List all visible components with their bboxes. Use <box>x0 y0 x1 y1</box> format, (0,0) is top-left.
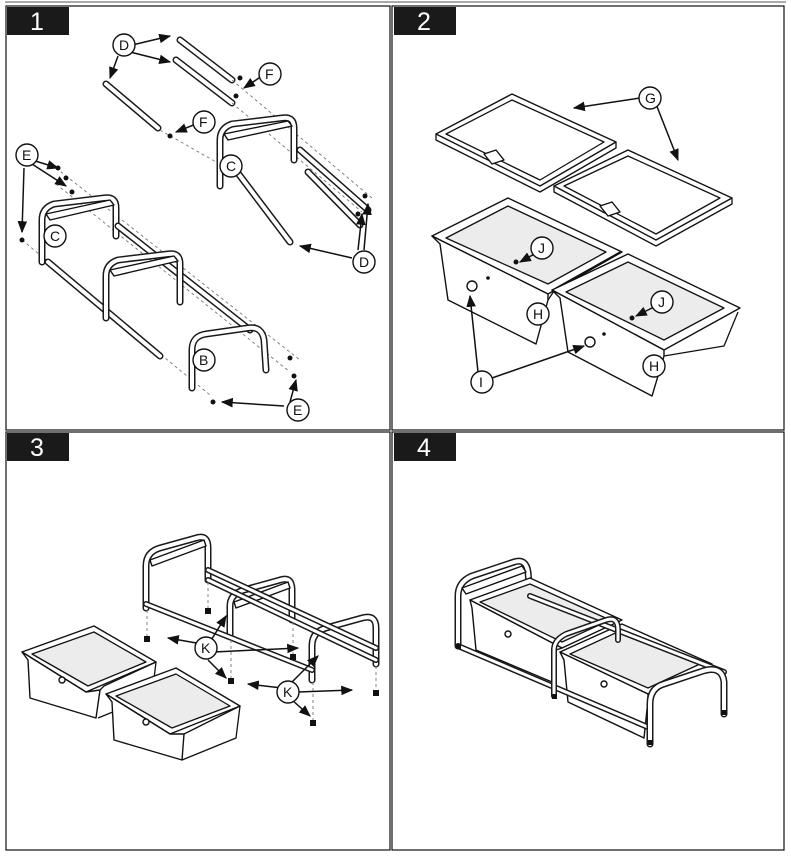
svg-text:D: D <box>119 37 129 53</box>
callout-d-top: D <box>112 33 136 57</box>
panel-3-border <box>5 431 391 851</box>
callout-d-right: D <box>352 250 376 274</box>
callout-j-right: J <box>650 290 674 314</box>
box-right <box>105 667 241 761</box>
svg-text:K: K <box>283 684 293 700</box>
step-tab-2 <box>394 7 456 35</box>
svg-text:J: J <box>658 294 665 310</box>
svg-text:H: H <box>533 306 543 322</box>
step-number-2: 2 <box>417 8 431 36</box>
lid-right <box>553 149 733 247</box>
svg-text:B: B <box>199 352 208 368</box>
callout-j-left: J <box>530 236 554 260</box>
step-tab-1 <box>7 7 69 35</box>
callout-c-upper: C <box>219 154 243 178</box>
svg-text:E: E <box>293 402 302 418</box>
callout-f-mid: F <box>192 110 216 134</box>
bin-left <box>431 197 623 345</box>
step-number-1: 1 <box>30 8 44 36</box>
panel-4: 4 <box>391 431 785 851</box>
callout-e-left: E <box>15 143 39 167</box>
panel-3: 3 <box>5 431 391 851</box>
svg-text:G: G <box>645 90 656 106</box>
panel-1: 1 <box>5 5 391 431</box>
svg-text:I: I <box>479 374 483 390</box>
callout-f-top: F <box>258 62 282 86</box>
svg-text:C: C <box>50 228 60 244</box>
callout-c-lower: C <box>43 224 67 248</box>
box-left <box>21 625 157 719</box>
callout-k-right: K <box>276 680 300 704</box>
svg-text:F: F <box>199 114 208 130</box>
bin-right <box>551 253 741 397</box>
step-number-4: 4 <box>417 434 431 462</box>
callout-h-left: H <box>526 302 550 326</box>
svg-text:H: H <box>649 358 659 374</box>
panel-4-border <box>391 431 785 851</box>
callout-b: B <box>192 348 216 372</box>
rods-d-top <box>102 36 236 132</box>
svg-text:F: F <box>265 66 274 82</box>
callout-h-right: H <box>642 354 666 378</box>
callout-k-left: K <box>194 636 218 660</box>
frame-b <box>188 324 270 392</box>
feet-k <box>144 608 379 726</box>
panel-1-border <box>5 5 391 431</box>
step-number-3: 3 <box>30 434 44 462</box>
callout-e-bottom: E <box>286 398 310 422</box>
callout-i: I <box>470 370 494 394</box>
step-tab-4 <box>394 433 456 461</box>
svg-text:E: E <box>22 147 31 163</box>
assembled-frame <box>142 533 380 684</box>
svg-text:D: D <box>359 254 369 270</box>
assembled-unit <box>454 557 728 748</box>
svg-text:J: J <box>538 240 545 256</box>
frame-c-upper <box>216 114 372 246</box>
panel-2: 2 <box>391 5 785 431</box>
step-tab-3 <box>7 433 69 461</box>
frame-middle <box>102 250 184 322</box>
panel-2-border <box>391 5 785 431</box>
callout-g: G <box>638 86 662 110</box>
svg-text:K: K <box>201 640 211 656</box>
screws-j <box>486 259 635 336</box>
svg-text:C: C <box>226 158 236 174</box>
lid-left <box>435 93 617 193</box>
